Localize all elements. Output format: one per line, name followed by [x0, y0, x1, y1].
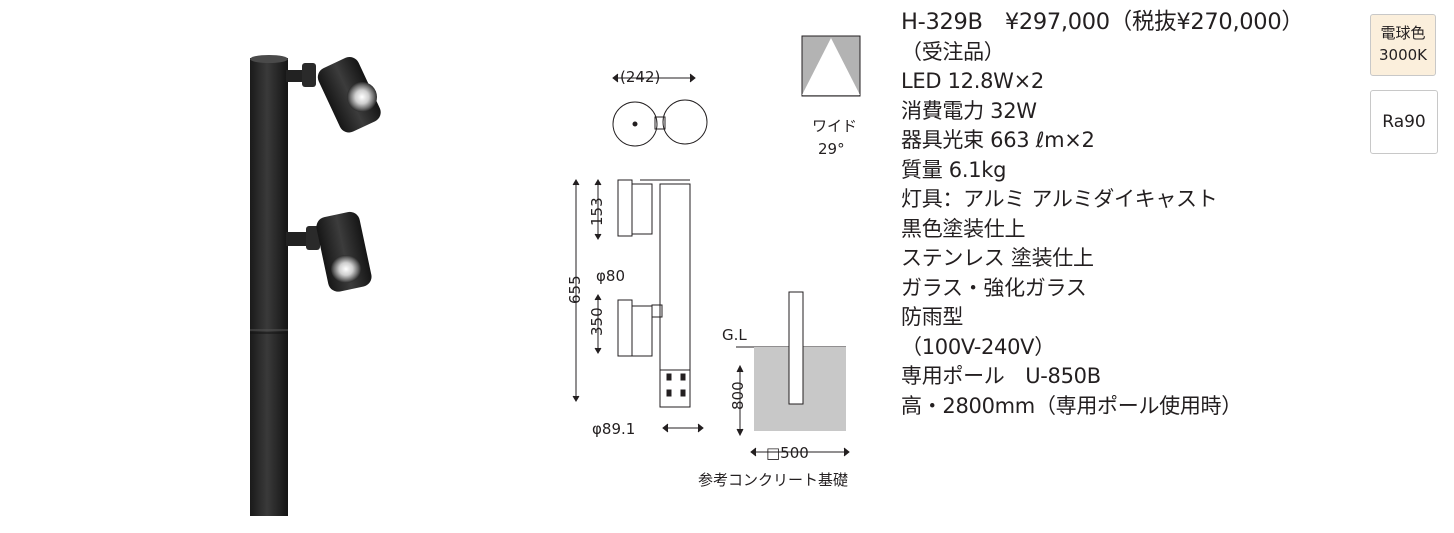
dimension-350: 350	[588, 307, 606, 336]
spec-line: 黒色塗装仕上	[901, 216, 1026, 241]
ra-badge: Ra90	[1370, 90, 1438, 154]
dimension-phi89: φ89.1	[592, 420, 635, 438]
spec-title: H-329B ¥297,000（税抜¥270,000）	[901, 9, 1304, 35]
spec-line: 質量 6.1kg	[901, 157, 1007, 182]
dimension-655: 655	[566, 275, 584, 304]
spec-list: H-329B ¥297,000（税抜¥270,000） （受注品） LED 12…	[901, 8, 1371, 421]
spec-line: LED 12.8W×2	[901, 69, 1044, 93]
spec-line: （受注品）	[901, 39, 1005, 64]
lower-spotlight	[286, 211, 372, 292]
color-temperature-badge: 電球色 3000K	[1370, 14, 1436, 76]
dimension-800: 800	[729, 381, 747, 410]
technical-drawings: (242) ワイド 29° 153 655 φ80 350 G.L 800 φ8…	[566, 35, 861, 489]
spec-line: 高・2800mm（専用ポール使用時）	[901, 393, 1242, 418]
pole	[250, 58, 288, 516]
upper-spotlight	[286, 56, 381, 133]
spec-line: （100V-240V）	[901, 334, 1055, 359]
spec-line: 消費電力 32W	[901, 98, 1037, 123]
spec-line: 灯具：アルミ アルミダイキャスト	[901, 187, 1218, 211]
dimension-phi80: φ80	[596, 267, 625, 285]
dimension-500: □500	[766, 444, 809, 462]
wide-angle-label: 29°	[818, 140, 845, 158]
spec-line: 専用ポール U-850B	[901, 364, 1101, 388]
dimension-153: 153	[588, 197, 606, 226]
spec-line: ガラス・強化ガラス	[901, 275, 1087, 300]
wide-label: ワイド	[812, 117, 857, 135]
foundation-label: 参考コンクリート基礎	[698, 471, 848, 489]
spec-line: 防雨型	[901, 305, 964, 329]
width-dimension-label: (242)	[620, 68, 660, 86]
spec-line: ステンレス 塗装仕上	[901, 246, 1094, 270]
ground-level-label: G.L	[722, 326, 747, 344]
spec-line: 器具光束 663 ℓm×2	[901, 128, 1095, 152]
color-temp-value: 3000K	[1378, 46, 1427, 64]
color-label: 電球色	[1380, 24, 1426, 42]
product-photo	[250, 55, 381, 516]
